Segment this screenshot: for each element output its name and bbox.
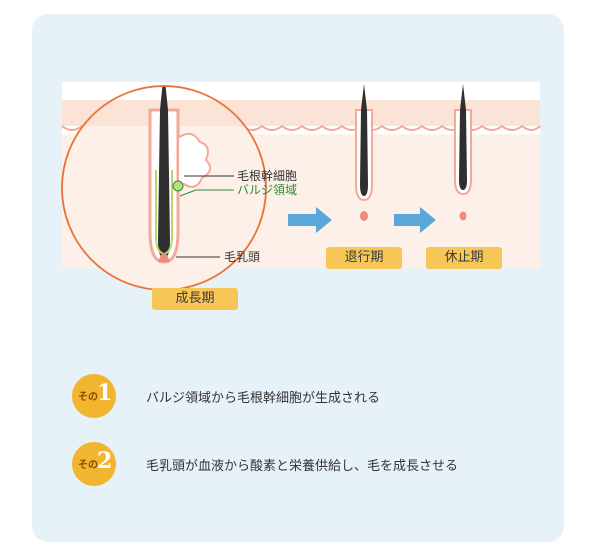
stage-tag-catagen: 退行期 [326,247,402,269]
papilla-catagen [360,211,368,221]
step-text: 毛乳頭が血液から酸素と栄養供給し、毛を成長させる [146,458,459,474]
telogen-follicle [454,84,472,221]
step-badge-number: 2 [97,448,113,474]
step-badge: その 2 [72,442,116,486]
hair-shaft-growth [158,86,170,258]
hair-shaft-telogen [459,84,467,190]
bulge-region-pointer [179,189,234,197]
step-badge: その 1 [72,374,116,418]
dermal-papilla-shape [158,253,170,262]
papilla-telogen [459,211,467,221]
step-item: その 2 毛乳頭が血液から酸素と栄養供給し、毛を成長させる [72,442,459,486]
arrow-growth-to-catagen [288,207,332,233]
catagen-follicle [355,84,373,221]
step-badge-word: その [78,392,98,403]
label-bulge-region: バルジ領域 [237,183,298,197]
step-badge-number: 1 [97,380,113,406]
stage-tag-telogen: 休止期 [426,247,502,269]
sebaceous-gland [177,132,212,188]
label-dermal-papilla: 毛乳頭 [224,250,261,264]
arrow-catagen-to-telogen [394,207,436,233]
step-text: バルジ領域から毛根幹細胞が生成される [146,390,381,406]
bulge-stem-cells [172,180,184,192]
stage-tag-growth: 成長期 [152,288,238,310]
step-badge-word: その [78,460,98,471]
label-hair-root-cell: 毛根幹細胞 [237,169,298,183]
hair-shaft-catagen [360,84,368,196]
step-item: その 1 バルジ領域から毛根幹細胞が生成される [72,374,381,418]
